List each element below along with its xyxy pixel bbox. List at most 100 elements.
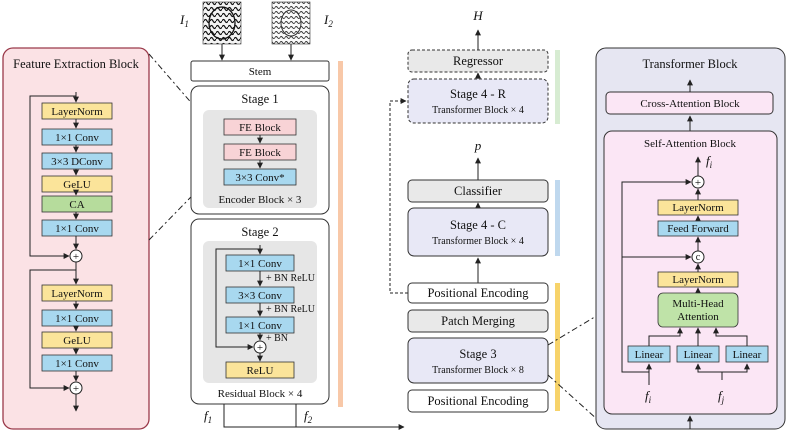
- patch-merging-label: Patch Merging: [441, 314, 515, 328]
- pos-enc-top-block: [407, 282, 549, 304]
- s2-conv2-label: 3×3 Conv: [238, 290, 282, 302]
- fe-conv1x1-b: [41, 219, 113, 237]
- transformer-panel: Transformer Block Cross-Attention Block …: [595, 47, 786, 430]
- tf-fi-in-label: fi: [645, 388, 652, 405]
- fe-add-node-1-label: +: [73, 251, 79, 263]
- fe-ca: [41, 195, 113, 213]
- s2-conv3-label: 1×1 Conv: [238, 320, 282, 332]
- feature-extraction-panel: Feature Extraction Block LayerNorm 1×1 C…: [2, 47, 150, 430]
- fe-layernorm-1-label: LayerNorm: [51, 106, 103, 118]
- tf-linear-2-label: Linear: [684, 349, 713, 361]
- tf-fj-in-label: fj: [718, 388, 725, 405]
- tf-concat-node: [691, 250, 705, 264]
- tf-layernorm-mid: [657, 271, 739, 288]
- fe-dconv-label: 3×3 DConv: [51, 156, 103, 168]
- f2-label: f2: [304, 408, 313, 425]
- fingerprint-ring-1: [208, 6, 236, 40]
- tf-add-node-top: [691, 175, 705, 189]
- fe-add-node-2-label: +: [73, 383, 79, 395]
- tf-add-node-top-label: +: [695, 177, 701, 189]
- stage4r-block: [407, 78, 549, 124]
- pos-enc-bottom-block: [407, 389, 549, 413]
- regressor-label: Regressor: [453, 54, 504, 68]
- s2-add-node-label: +: [257, 342, 263, 354]
- fe-residual-2: [29, 269, 76, 391]
- backbone-side-bar: [338, 61, 343, 407]
- dotted-path-regressor: [389, 98, 408, 294]
- residual-caption: Residual Block × 4: [218, 388, 303, 400]
- s2-relu: [225, 361, 295, 379]
- tf-linear-3-label: Linear: [733, 349, 762, 361]
- fe-dconv: [41, 152, 113, 170]
- fe-residual-1: [29, 95, 76, 259]
- stage4c-subtitle: Transformer Block × 4: [432, 236, 524, 247]
- backbone-column: I1 I2 Stem Stage 1 FE Block FE Block 3×3…: [179, 1, 405, 430]
- fe-conv1x1-b-label: 1×1 Conv: [55, 223, 99, 235]
- s2-relu-label: ReLU: [247, 365, 274, 377]
- fe-block-2-label: FE Block: [239, 147, 281, 159]
- arrow-fj-linear2: [695, 363, 723, 380]
- fe-layernorm-1: [41, 102, 113, 120]
- classifier-block: [407, 179, 549, 203]
- fe-conv1x1-a: [41, 128, 113, 146]
- stage2-title: Stage 2: [241, 225, 278, 239]
- arrow-linear3-mha: [713, 327, 748, 346]
- arrow-linear1-mha: [648, 327, 683, 346]
- tf-layernorm-top-label: LayerNorm: [672, 202, 724, 214]
- stage3-side-bar: [555, 283, 560, 411]
- stage4r-title: Stage 4 - R: [450, 87, 507, 101]
- head-column: H Regressor Stage 4 - R Transformer Bloc…: [389, 8, 560, 413]
- output-p-label: p: [474, 138, 482, 153]
- zoom-line-tf-bottom: [547, 374, 599, 421]
- fe-block-1-label: FE Block: [239, 122, 281, 134]
- fe-conv1x1-d-label: 1×1 Conv: [55, 358, 99, 370]
- pos-enc-bottom-label: Positional Encoding: [427, 394, 529, 408]
- patch-merging-block: [407, 309, 549, 333]
- tf-mha-line2: Attention: [677, 311, 719, 323]
- stem-block: [190, 60, 330, 82]
- s2-note2: + BN ReLU: [266, 304, 316, 315]
- fe-layernorm-2: [41, 284, 113, 302]
- fe-gelu-1-label: GeLU: [63, 179, 91, 191]
- self-attention-title: Self-Attention Block: [644, 138, 736, 150]
- tf-linear-1-label: Linear: [635, 349, 664, 361]
- tf-residual-outer: [621, 179, 692, 373]
- stage1-title: Stage 1: [241, 92, 278, 106]
- stage3-subtitle: Transformer Block × 8: [432, 365, 524, 376]
- tf-fi-out-label: fi: [706, 153, 713, 170]
- stem-label: Stem: [249, 66, 272, 78]
- tf-feed-forward-label: Feed Forward: [667, 223, 729, 235]
- stage4r-subtitle: Transformer Block × 4: [432, 105, 524, 116]
- conv-star-label: 3×3 Conv*: [235, 172, 284, 184]
- s2-residual: [215, 248, 260, 350]
- tf-layernorm-mid-label: LayerNorm: [672, 274, 724, 286]
- encoder-caption: Encoder Block × 3: [219, 194, 302, 206]
- fe-conv1x1-d: [41, 354, 113, 372]
- fe-layernorm-2-label: LayerNorm: [51, 288, 103, 300]
- classifier-label: Classifier: [454, 184, 503, 198]
- zoom-line-tf-top: [547, 314, 599, 346]
- s2-note1: + BN ReLU: [266, 273, 316, 284]
- fe-ca-label: CA: [69, 199, 84, 211]
- classifier-side-bar: [555, 180, 560, 256]
- stage3-title: Stage 3: [459, 347, 496, 361]
- arrow-fj-linear3: [722, 363, 750, 373]
- f1-label: f1: [204, 408, 212, 425]
- output-h-label: H: [472, 8, 483, 23]
- fe-conv1x1-a-label: 1×1 Conv: [55, 132, 99, 144]
- pos-enc-top-label: Positional Encoding: [427, 286, 529, 300]
- tf-layernorm-top: [657, 199, 739, 216]
- stage4c-block: [407, 207, 549, 257]
- cross-attention-label: Cross-Attention Block: [640, 98, 740, 110]
- regressor-side-bar: [555, 50, 560, 124]
- tf-concat-node-label: c: [696, 252, 701, 263]
- stage3-block: [407, 337, 549, 384]
- regressor-block: [407, 49, 549, 73]
- input-label-1: I1: [179, 12, 189, 29]
- tf-panel-title: Transformer Block: [642, 57, 738, 71]
- fe-panel-title: Feature Extraction Block: [13, 57, 139, 71]
- fe-conv1x1-c-label: 1×1 Conv: [55, 313, 99, 325]
- input-label-2: I2: [323, 12, 333, 29]
- fe-gelu-2: [41, 331, 113, 349]
